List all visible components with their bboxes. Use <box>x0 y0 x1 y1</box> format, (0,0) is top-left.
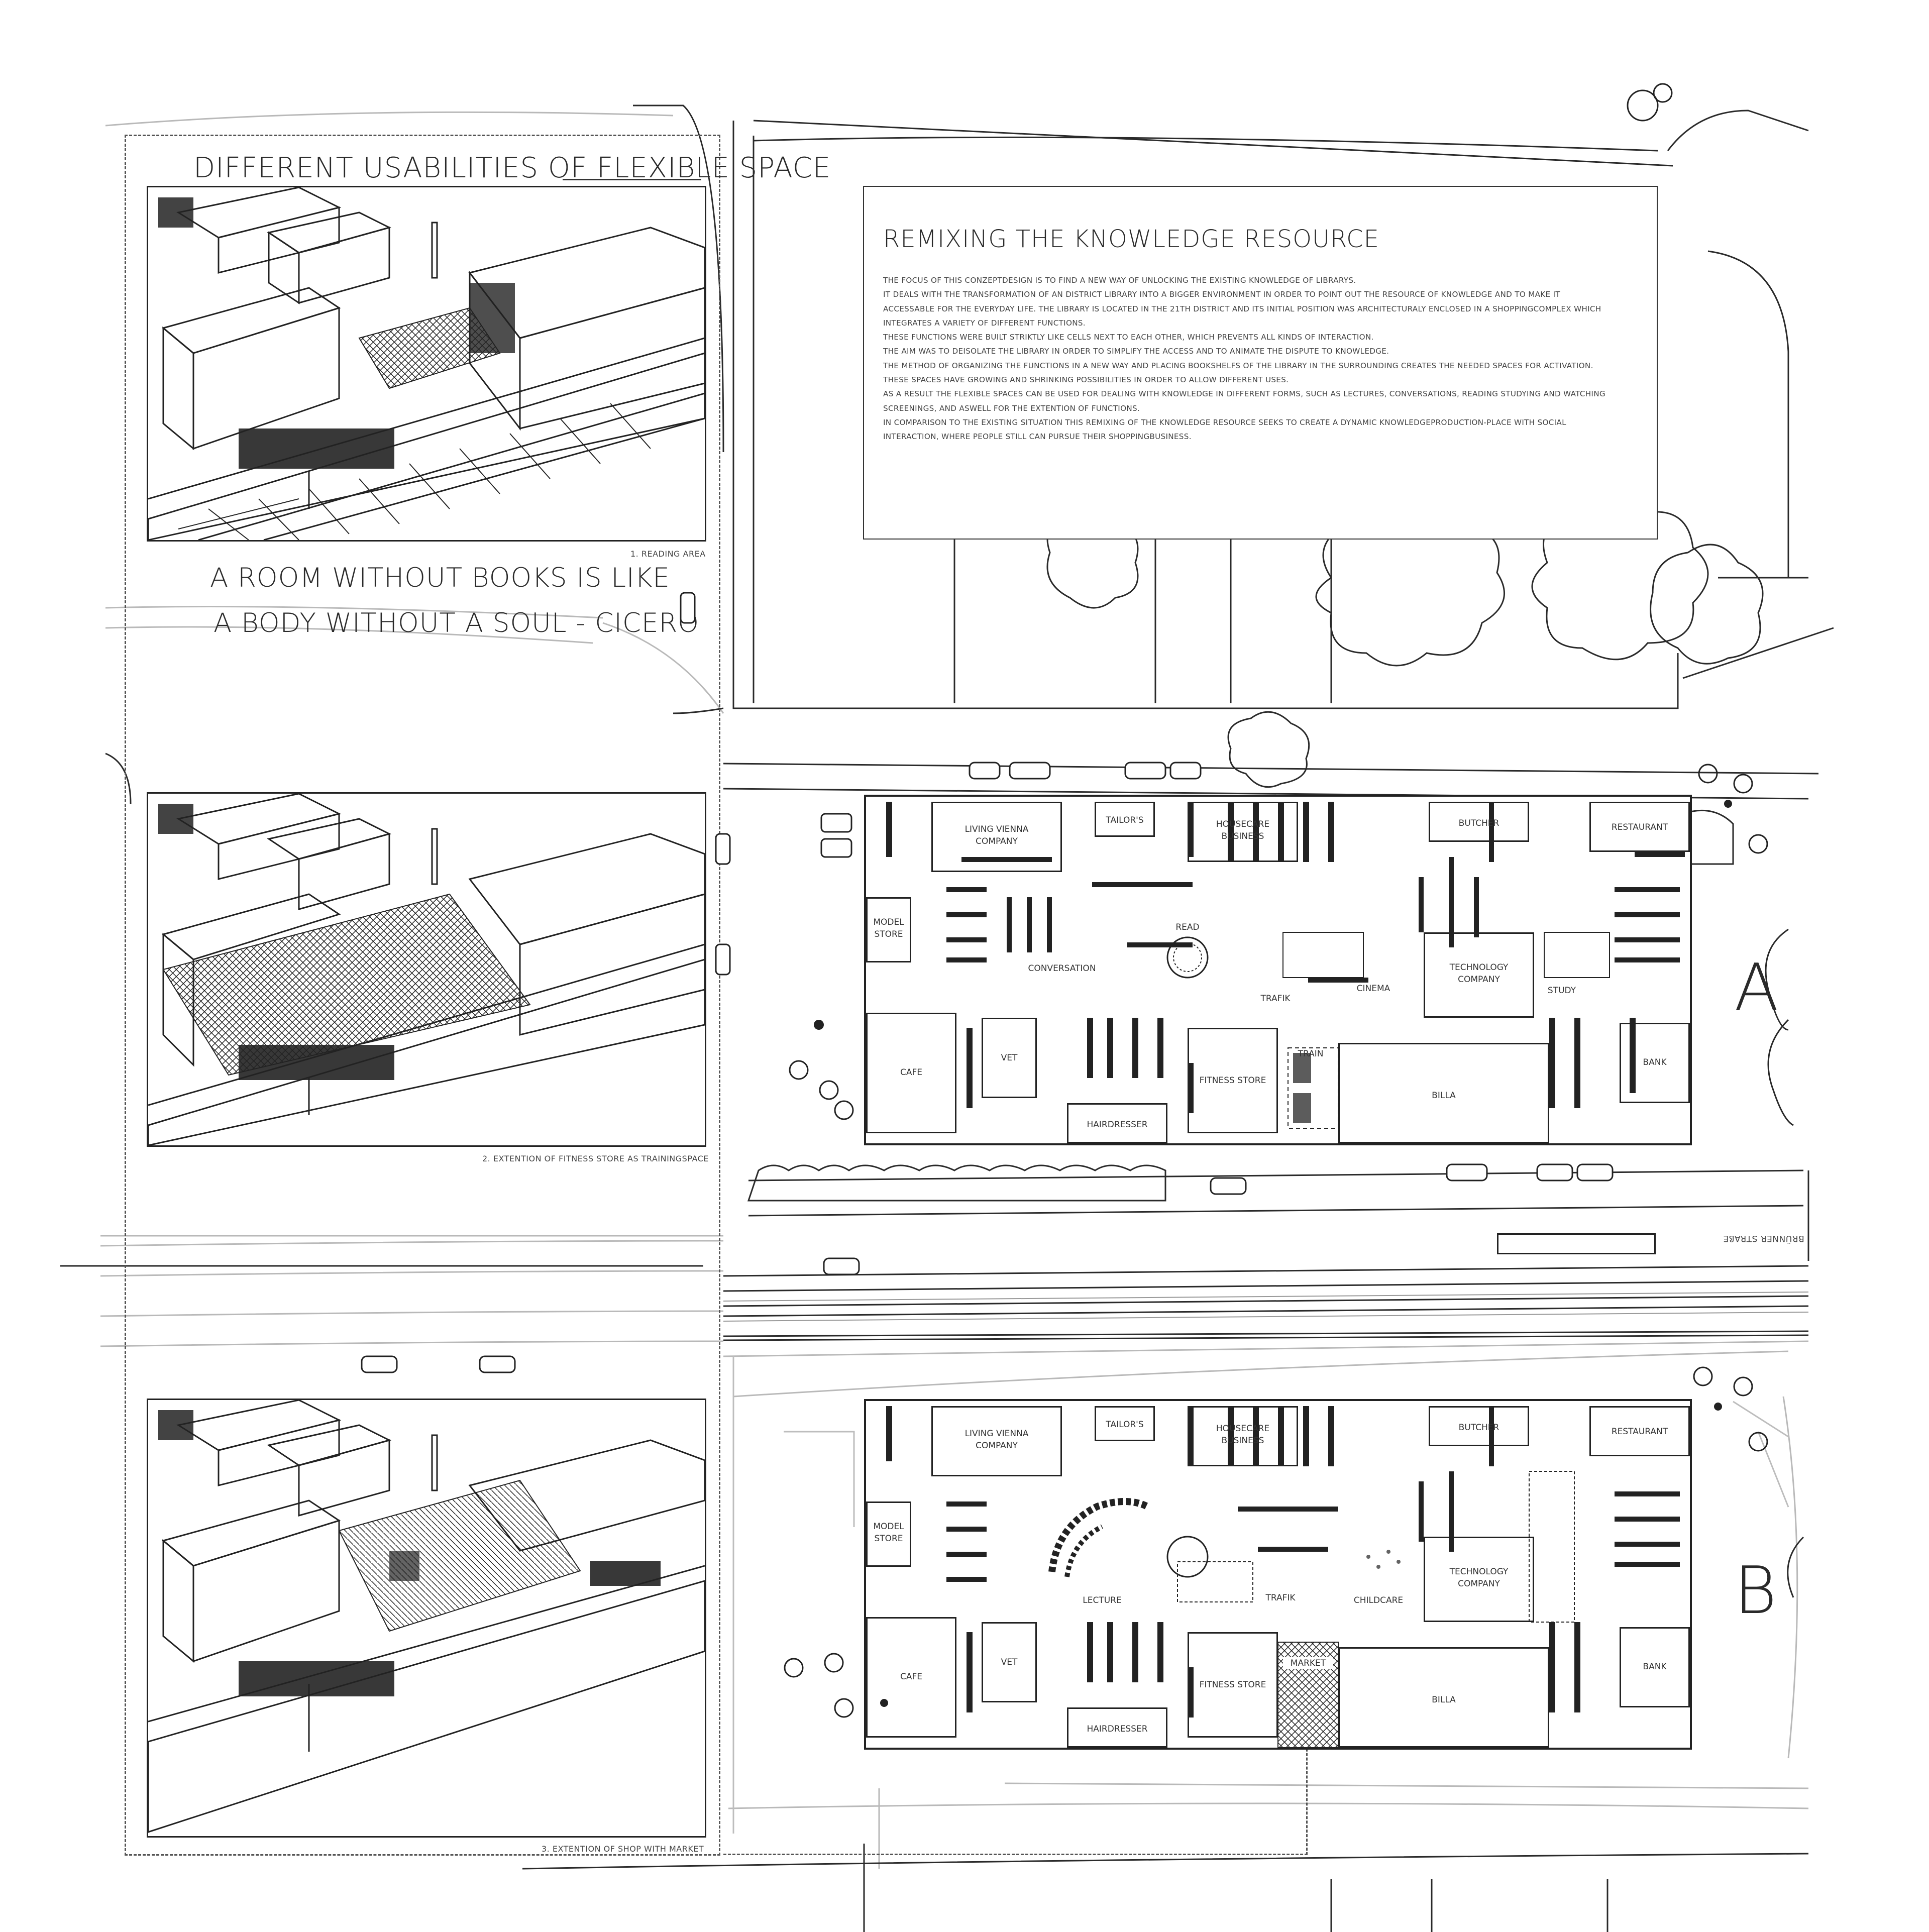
room-living-vienna: LIVING VIENNA COMPANY <box>931 1406 1062 1476</box>
room-living-vienna: LIVING VIENNA COMPANY <box>931 802 1062 872</box>
car <box>823 1257 860 1275</box>
room-technology: TECHNOLOGY COMPANY <box>1424 1537 1534 1622</box>
room-fitness-store: FITNESS STORE <box>1188 1632 1278 1738</box>
car <box>361 1355 398 1373</box>
description-line: IN COMPARISON TO THE EXISTING SITUATION … <box>883 417 1566 427</box>
room-housecare: HOUSECARE BUSINESS <box>1188 1406 1298 1466</box>
room-housecare: HOUSECARE BUSINESS <box>1188 802 1298 862</box>
room-vet: VET <box>982 1622 1037 1702</box>
plan-letter-b: B <box>1734 1552 1778 1629</box>
description-line: IT DEALS WITH THE TRANSFORMATION OF AN D… <box>883 290 1560 299</box>
left-title: DIFFERENT USABILITIES OF FLEXIBLE SPACE <box>193 152 831 184</box>
car <box>1576 1163 1614 1182</box>
car <box>1009 762 1051 780</box>
zone-study: STUDY <box>1547 986 1576 996</box>
zone-read: READ <box>1175 922 1200 932</box>
zone-conversation: CONVERSATION <box>1028 963 1096 974</box>
description-line: THE AIM WAS TO DEISOLATE THE LIBRARY IN … <box>883 347 1389 356</box>
zone-trafik: TRAFIK <box>1260 994 1291 1004</box>
room-technology: TECHNOLOGY COMPANY <box>1424 932 1534 1018</box>
room-bank: BANK <box>1620 1023 1690 1103</box>
caption-2: 2. EXTENTION OF FITNESS STORE AS TRAININ… <box>482 1154 709 1163</box>
quote-line-1: A ROOM WITHOUT BOOKS IS LIKE <box>210 563 670 593</box>
room-model-store: MODEL STORE <box>866 1501 911 1567</box>
zone-childcare: CHILDCARE <box>1353 1595 1404 1605</box>
description-line: THESE FUNCTIONS WERE BUILT STRIKTLY LIKE… <box>883 333 1374 342</box>
room-tailors: TAILOR'S <box>1095 802 1155 837</box>
description-line: AS A RESULT THE FLEXIBLE SPACES CAN BE U… <box>883 389 1605 399</box>
quote-line-2: A BODY WITHOUT A SOUL - CICERO <box>213 608 699 638</box>
zone-train: TRAIN <box>1298 1049 1324 1059</box>
title-underline <box>563 179 701 180</box>
description-line: INTERACTION, WHERE PEOPLE STILL CAN PURS… <box>883 432 1192 442</box>
description-line: THE METHOD OF ORGANIZING THE FUNCTIONS I… <box>883 361 1593 370</box>
car <box>1446 1163 1488 1182</box>
room-restaurant: RESTAURANT <box>1589 1406 1690 1456</box>
tram-vehicle <box>1497 1233 1656 1254</box>
room-billa: BILLA <box>1338 1043 1549 1143</box>
plan-letter-a: A <box>1734 949 1779 1026</box>
room-cafe: CAFE <box>866 1617 956 1738</box>
iso-view-market <box>147 1399 706 1838</box>
car <box>680 592 696 624</box>
caption-3: 3. EXTENTION OF SHOP WITH MARKET <box>542 1844 704 1854</box>
description-line: ACCESSABLE FOR THE EVERYDAY LIFE. THE LI… <box>883 304 1601 313</box>
iso-view-training-space <box>147 792 706 1147</box>
plan-a-shelves <box>886 802 1685 1129</box>
room-butcher: BUTCHER <box>1429 802 1529 842</box>
left-panel-frame <box>125 135 720 1856</box>
zone-market: MARKET <box>1283 1657 1333 1669</box>
iso-view-reading-area <box>147 186 706 542</box>
car <box>1169 762 1202 780</box>
room-vet: VET <box>982 1018 1037 1098</box>
car <box>1124 762 1166 780</box>
description-line: THE FOCUS OF THIS CONZEPTDESIGN IS TO FI… <box>883 276 1356 285</box>
floor-plan-b: LIVING VIENNA COMPANY TAILOR'S HOUSECARE… <box>864 1399 1692 1750</box>
car <box>715 943 731 976</box>
room-model-store: MODEL STORE <box>866 897 911 962</box>
zone-lecture: LECTURE <box>1083 1595 1122 1605</box>
car <box>1536 1163 1573 1182</box>
description-box: REMIXING THE KNOWLEDGE RESOURCE THE FOCU… <box>863 186 1658 540</box>
room-fitness-store: FITNESS STORE <box>1188 1028 1278 1133</box>
car <box>820 838 852 858</box>
description-line: THESE SPACES HAVE GROWING AND SHRINKING … <box>883 375 1289 385</box>
room-cafe: CAFE <box>866 1013 956 1133</box>
description-line: SCREENINGS, AND ASWELL FOR THE EXTENTION… <box>883 403 1140 413</box>
description-text: THE FOCUS OF THIS CONZEPTDESIGN IS TO FI… <box>883 273 1647 444</box>
car <box>479 1355 516 1373</box>
caption-1: 1. READING AREA <box>630 549 706 559</box>
room-hairdresser: HAIRDRESSER <box>1067 1707 1167 1748</box>
room-bank: BANK <box>1620 1627 1690 1707</box>
room-restaurant: RESTAURANT <box>1589 802 1690 852</box>
car <box>820 813 852 833</box>
room-tailors: TAILOR'S <box>1095 1406 1155 1441</box>
room-hairdresser: HAIRDRESSER <box>1067 1103 1167 1143</box>
zone-trafik: TRAFIK <box>1265 1593 1296 1603</box>
car <box>1210 1177 1247 1195</box>
floor-plan-a: LIVING VIENNA COMPANY TAILOR'S HOUSECARE… <box>864 795 1692 1145</box>
main-title: REMIXING THE KNOWLEDGE RESOURCE <box>883 225 1379 253</box>
car <box>969 762 1001 780</box>
description-line: INTEGRATES A VARIETY OF DIFFERENT FUNCTI… <box>883 318 1086 328</box>
room-billa: BILLA <box>1338 1647 1549 1748</box>
car <box>715 833 731 865</box>
dashed-extension <box>723 1708 1308 1855</box>
room-butcher: BUTCHER <box>1429 1406 1529 1446</box>
zone-cinema: CINEMA <box>1356 984 1390 994</box>
